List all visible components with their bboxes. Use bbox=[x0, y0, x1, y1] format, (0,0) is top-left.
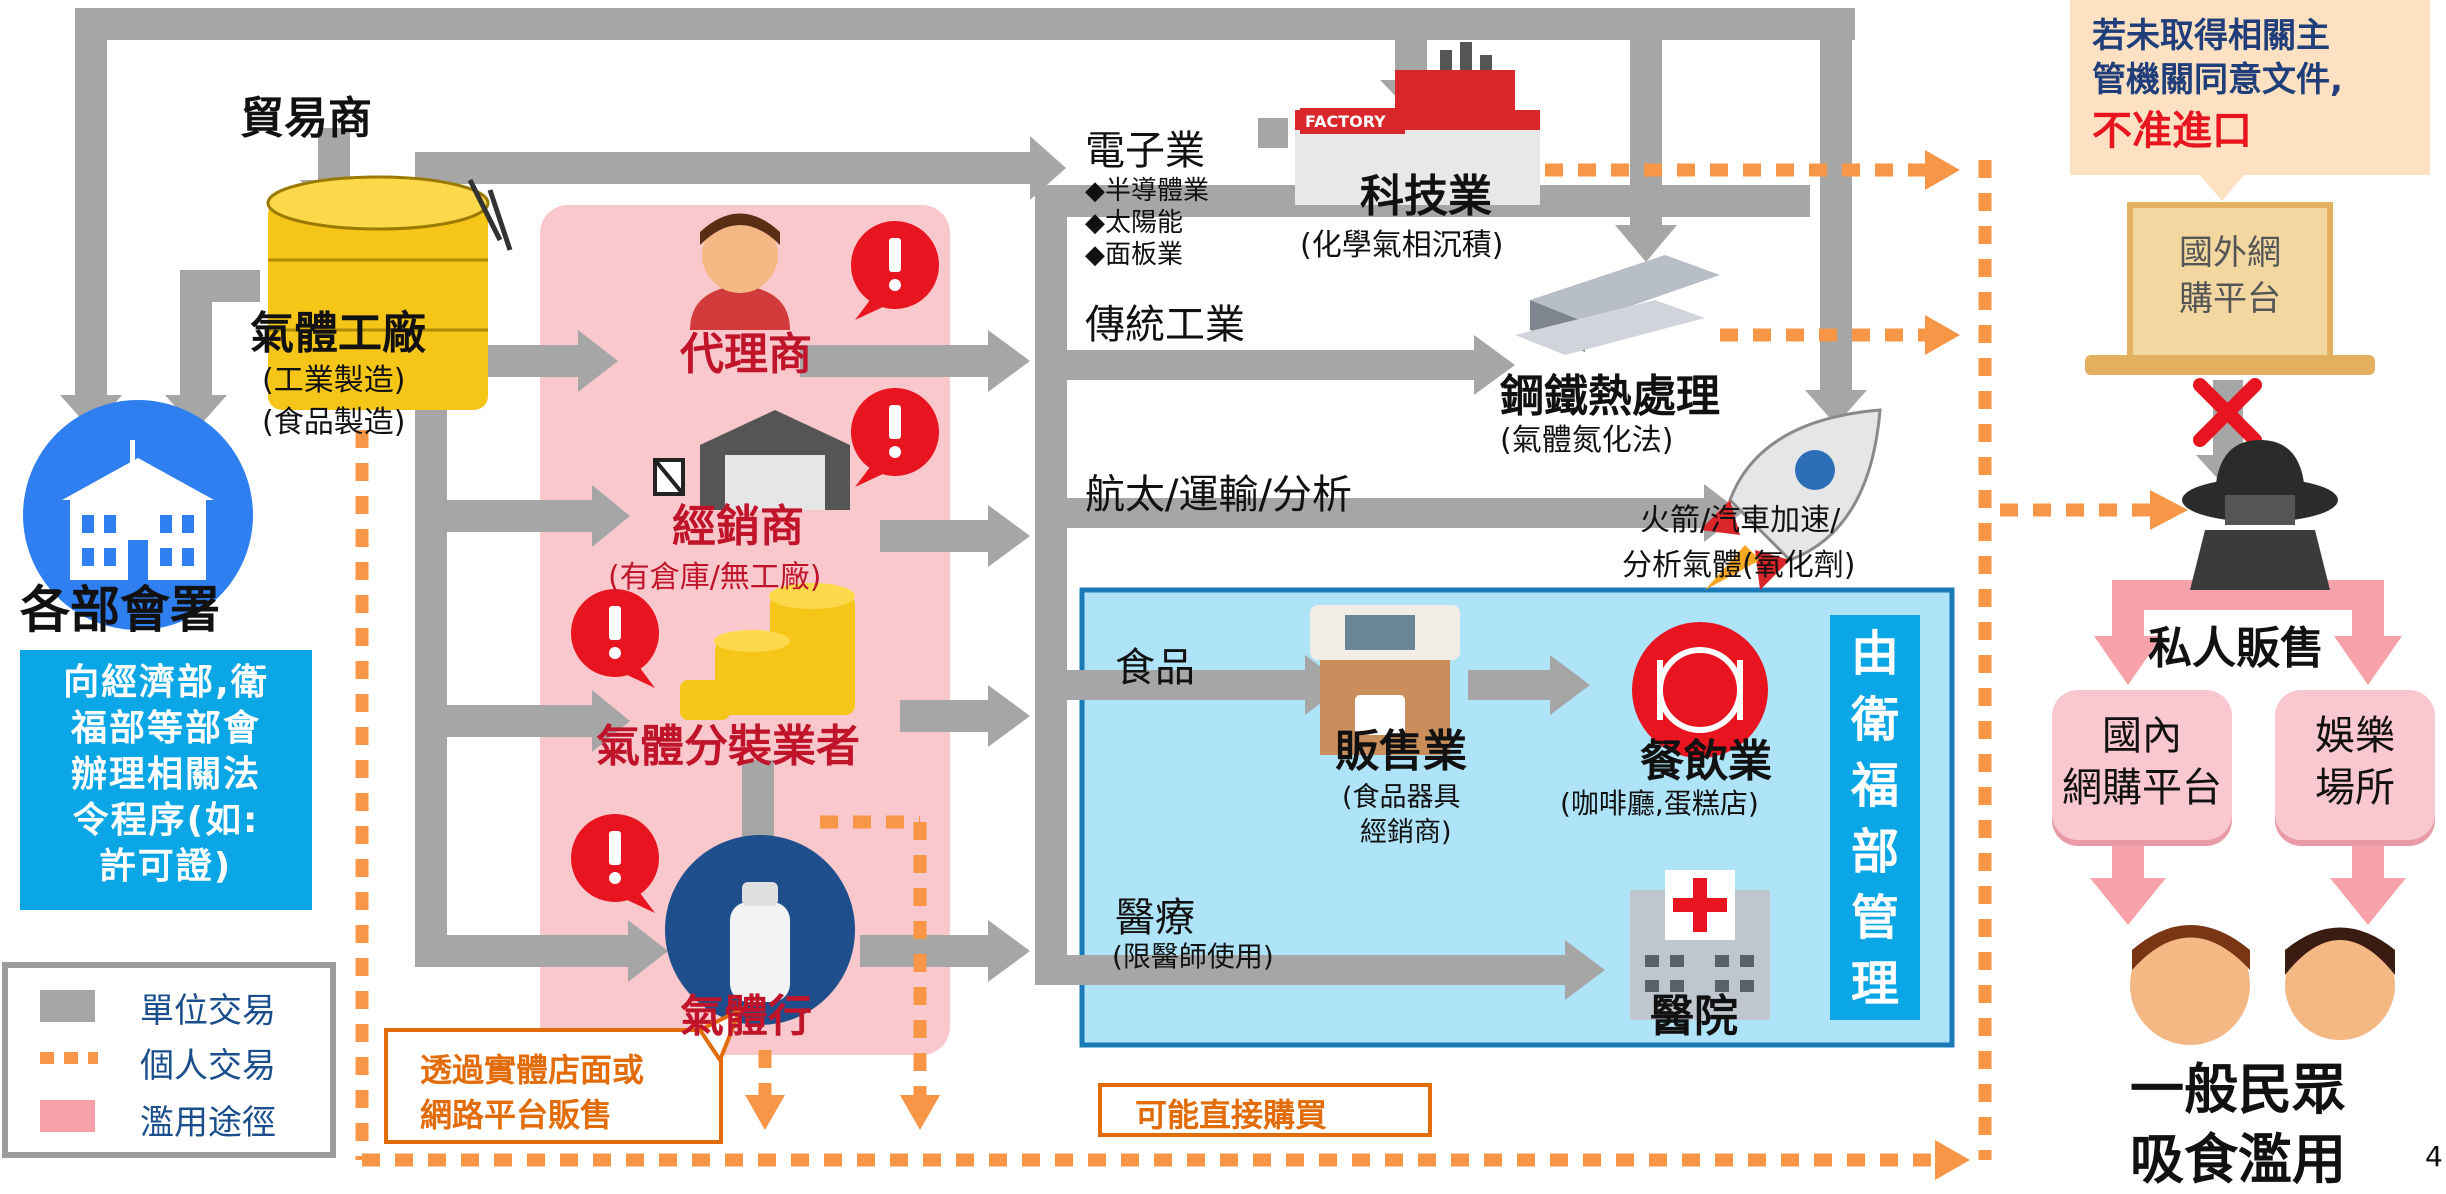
import-note-line3: 不准進口 bbox=[2092, 108, 2252, 154]
tech-sub: (化學氣相沉積) bbox=[1300, 228, 1504, 263]
public-line1: 一般民眾 bbox=[2130, 1058, 2346, 1121]
mohw-char: 由 bbox=[1850, 626, 1899, 682]
legend-unit-label: 單位交易 bbox=[140, 991, 276, 1031]
medical-sub: (限醫師使用) bbox=[1112, 940, 1274, 973]
mohw-managed-banner: 由 衛 福 部 管 理 bbox=[1830, 615, 1920, 1020]
agencies-note-line: 許可證) bbox=[99, 846, 233, 887]
entertainment-line: 娛樂 bbox=[2315, 713, 2395, 759]
agencies-note-line: 福部等部會 bbox=[70, 708, 261, 749]
coffee-machine-icon bbox=[1310, 605, 1460, 755]
food-label: 食品 bbox=[1115, 645, 1195, 691]
factory-icon bbox=[1295, 42, 1540, 205]
rocket-line2: 分析氣體(氧化劑) bbox=[1622, 548, 1856, 583]
gas-factory-title: 氣體工廠 bbox=[250, 308, 426, 359]
private-sale-label: 私人販售 bbox=[2148, 623, 2324, 674]
gas-factory-sub2: (食品製造) bbox=[262, 405, 406, 440]
foreign-platform-label: 國外網 購平台 bbox=[2150, 230, 2310, 322]
catering-title: 餐飲業 bbox=[1640, 736, 1772, 787]
rocket-icon bbox=[1700, 408, 1882, 590]
tech-title: 科技業 bbox=[1360, 171, 1492, 222]
agent-label: 代理商 bbox=[680, 329, 812, 380]
warning-icon bbox=[851, 388, 939, 487]
mohw-char: 福 bbox=[1850, 758, 1899, 814]
restaurant-icon bbox=[1632, 622, 1768, 758]
agencies-note: 向經濟部,衛 福部等部會 辦理相關法 令程序(如: 許可證) bbox=[20, 650, 312, 910]
hospital-label: 醫院 bbox=[1650, 991, 1738, 1042]
store-callout-line2: 網路平台販售 bbox=[420, 1096, 613, 1134]
steel-beam-icon bbox=[1515, 255, 1720, 355]
electronics-item: ◆半導體業 bbox=[1085, 176, 1209, 206]
warehouse-icon bbox=[653, 410, 850, 510]
sales-title: 販售業 bbox=[1335, 726, 1467, 777]
warning-icon bbox=[571, 814, 659, 913]
trader-label: 貿易商 bbox=[240, 93, 372, 144]
agencies-title: 各部會署 bbox=[20, 581, 220, 639]
electronics-item: ◆面板業 bbox=[1085, 240, 1183, 270]
direct-buy-box bbox=[1098, 1083, 1432, 1137]
electronics-title: 電子業 bbox=[1085, 128, 1205, 174]
mohw-char: 管 bbox=[1850, 890, 1899, 946]
traditional-label: 傳統工業 bbox=[1085, 302, 1245, 348]
rocket-line1: 火箭/汽車加速/ bbox=[1640, 503, 1841, 538]
government-building-icon bbox=[23, 400, 253, 630]
gas-tank-icon bbox=[266, 175, 513, 410]
direct-buy-label: 可能直接購買 bbox=[1135, 1096, 1328, 1134]
steel-title: 鋼鐵熱處理 bbox=[1500, 371, 1720, 422]
factory-sign: FACTORY bbox=[1305, 112, 1386, 131]
distributor-title: 經銷商 bbox=[672, 501, 804, 552]
agencies-note-line: 辦理相關法 bbox=[70, 754, 261, 795]
agent-person-icon bbox=[690, 213, 790, 330]
private-seller-icon bbox=[2182, 440, 2338, 590]
abuse-flows bbox=[2090, 580, 2406, 925]
domestic-platform-line: 國內 bbox=[2102, 713, 2182, 759]
legend-abuse-label: 濫用途徑 bbox=[140, 1103, 276, 1143]
gas-shop-label: 氣體行 bbox=[680, 991, 812, 1042]
warning-icon bbox=[571, 589, 659, 688]
store-callout-line1: 透過實體店面或 bbox=[420, 1051, 645, 1089]
import-note-line1: 若未取得相關主 bbox=[2092, 16, 2330, 56]
laptop-icon bbox=[2085, 202, 2375, 375]
personal-flows bbox=[355, 160, 2150, 1167]
mohw-char: 部 bbox=[1850, 824, 1899, 880]
domestic-platform-box: 國內 網購平台 bbox=[2052, 690, 2232, 840]
import-note-bubble: 若未取得相關主 管機關同意文件, 不准進口 bbox=[2070, 0, 2430, 175]
gas-factory-sub1: (工業製造) bbox=[262, 363, 406, 398]
legend-chip-unit bbox=[40, 990, 95, 1022]
entertainment-box: 娛樂 場所 bbox=[2275, 690, 2435, 840]
mohw-char: 理 bbox=[1850, 956, 1899, 1012]
personal-arrowheads bbox=[745, 150, 2188, 1180]
agencies-note-line: 令程序(如: bbox=[72, 800, 260, 841]
storage-tanks-icon bbox=[680, 583, 855, 720]
agencies-note-line: 向經濟部,衛 bbox=[63, 662, 269, 703]
import-note-line2: 管機關同意文件, bbox=[2092, 60, 2343, 100]
domestic-platform-line: 網購平台 bbox=[2062, 765, 2222, 811]
entertainment-line: 場所 bbox=[2315, 765, 2395, 811]
steel-sub: (氣體氮化法) bbox=[1500, 423, 1674, 458]
foreign-platform-line: 購平台 bbox=[2179, 279, 2281, 319]
blocked-x-icon bbox=[2193, 378, 2262, 447]
distributor-sub: (有倉庫/無工廠) bbox=[608, 560, 822, 595]
electronics-item: ◆太陽能 bbox=[1085, 208, 1183, 238]
mohw-char: 衛 bbox=[1850, 692, 1899, 748]
repacker-label: 氣體分裝業者 bbox=[596, 721, 860, 772]
gas-cylinder-icon bbox=[665, 835, 855, 1025]
page-number: 4 bbox=[2425, 1140, 2443, 1173]
legend-chip-abuse bbox=[40, 1100, 95, 1132]
aerospace-label: 航太/運輸/分析 bbox=[1085, 472, 1352, 518]
sales-sub1: (食品器具 bbox=[1342, 782, 1461, 813]
import-note-tail bbox=[2200, 175, 2244, 201]
warning-icon bbox=[851, 221, 939, 320]
foreign-platform-line: 國外網 bbox=[2179, 233, 2281, 273]
hospital-icon bbox=[1630, 870, 1770, 1020]
store-callout-box bbox=[384, 1028, 723, 1144]
public-people-icon bbox=[2130, 925, 2395, 1045]
sales-sub2: 經銷商) bbox=[1360, 817, 1452, 848]
public-line2: 吸食濫用 bbox=[2130, 1128, 2346, 1191]
legend-personal-label: 個人交易 bbox=[140, 1046, 276, 1086]
catering-sub: (咖啡廳,蛋糕店) bbox=[1560, 787, 1759, 820]
medical-title: 醫療 bbox=[1115, 895, 1195, 941]
